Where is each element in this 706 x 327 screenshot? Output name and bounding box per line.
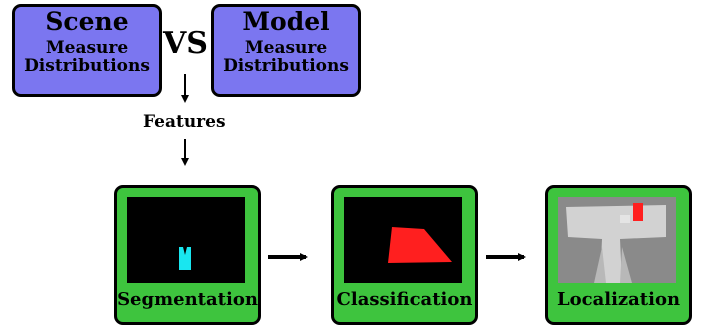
segmentation-label: Segmentation — [117, 289, 258, 310]
scene-line2: Distributions — [24, 56, 150, 76]
segmentation-image — [127, 197, 245, 283]
scene-title: Scene — [45, 7, 129, 36]
localization-map-image — [558, 197, 676, 283]
model-line2: Distributions — [223, 56, 349, 76]
classification-box: Classification — [331, 185, 478, 325]
localization-box: Localization — [545, 185, 692, 325]
localization-image — [558, 197, 676, 283]
segmentation-box: Segmentation — [114, 185, 261, 325]
scene-box: Scene Measure Distributions — [12, 4, 162, 97]
segmented-object-image — [179, 247, 191, 270]
classified-object-image — [388, 227, 452, 263]
model-line1: Measure — [244, 38, 328, 58]
scene-line1: Measure — [45, 38, 129, 58]
classification-label: Classification — [336, 289, 473, 310]
classification-image — [344, 197, 462, 283]
model-box: Model Measure Distributions — [211, 4, 361, 97]
vs-label: VS — [163, 26, 208, 61]
model-title: Model — [242, 7, 330, 36]
features-label: Features — [143, 112, 226, 132]
localized-object-marker — [633, 203, 643, 221]
localization-label: Localization — [556, 289, 681, 310]
